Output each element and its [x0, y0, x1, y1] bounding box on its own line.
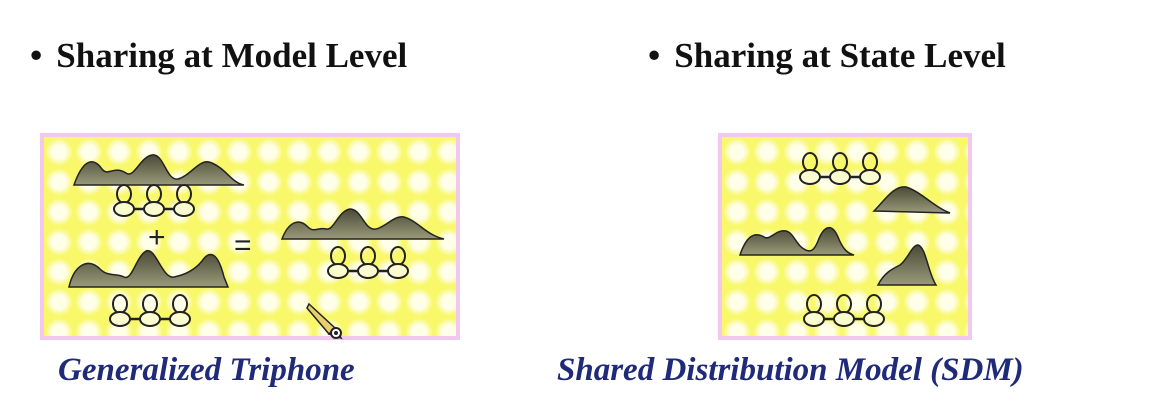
distribution-curve	[738, 227, 855, 256]
bullet: •	[30, 36, 43, 75]
left-heading: • Sharing at Model Level	[30, 36, 407, 76]
hmm-chain	[108, 293, 192, 328]
distribution-curve	[876, 244, 938, 286]
right-heading: • Sharing at State Level	[648, 36, 1006, 76]
generalized-triphone-svg: + =	[68, 154, 445, 328]
pencil-cursor-icon	[306, 302, 343, 340]
generalized-triphone-diagram: + =	[40, 133, 460, 340]
right-caption: Shared Distribution Model (SDM)	[557, 352, 1024, 388]
equals-symbol: =	[234, 229, 252, 262]
hmm-chain	[112, 183, 196, 218]
left-heading-text: Sharing at Model Level	[56, 36, 408, 75]
shared-distribution-svg	[738, 151, 951, 328]
hmm-chain	[326, 245, 410, 280]
bullet: •	[648, 36, 661, 75]
plus-symbol: +	[148, 221, 166, 254]
shared-distribution-diagram	[718, 133, 972, 340]
distribution-curve	[872, 186, 951, 214]
left-caption: Generalized Triphone	[58, 352, 355, 388]
hmm-chain	[798, 151, 882, 186]
distribution-curve	[72, 154, 245, 186]
hmm-chain	[802, 293, 886, 328]
distribution-curve	[68, 250, 230, 288]
distribution-curve	[280, 208, 445, 240]
right-heading-text: Sharing at State Level	[674, 36, 1006, 75]
